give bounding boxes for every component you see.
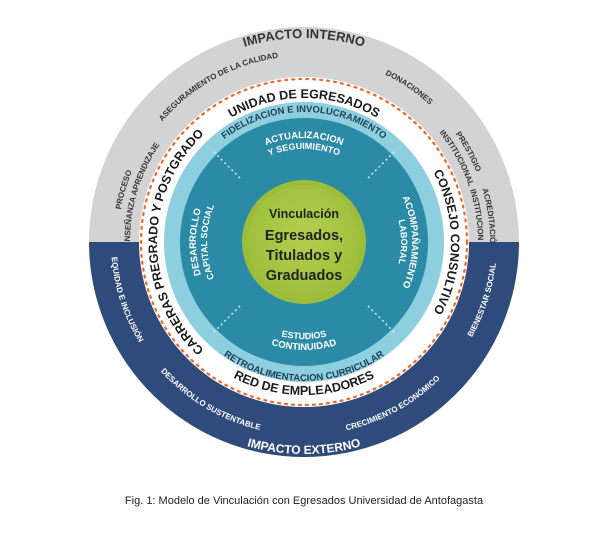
external-impact-ring	[89, 242, 519, 457]
center-line4: Graduados	[266, 268, 343, 284]
quadrant-separators	[211, 149, 397, 335]
figure-caption: Fig. 1: Modelo de Vinculación con Egresa…	[124, 495, 484, 507]
orange-dotted-border	[139, 77, 469, 407]
quadrant-bottom-line1: CONTINUIDAD	[270, 337, 337, 353]
quadrant-right-line2: LABORAL	[396, 219, 409, 266]
quadrant-left-line1: DESARROLLO	[188, 207, 204, 277]
quadrant-bottom-line2: ESTUDIOS	[281, 329, 327, 342]
internal-impact-ring	[89, 27, 519, 242]
vinculacion-diagram: IMPACTO INTERNO PROCESOENSEÑANZA APRENDI…	[0, 0, 519, 457]
center-line1: Vinculación	[269, 207, 339, 221]
center-line2: Egresados,	[265, 228, 343, 244]
center-line3: Titulados y	[266, 248, 342, 264]
center-circle	[247, 185, 361, 299]
